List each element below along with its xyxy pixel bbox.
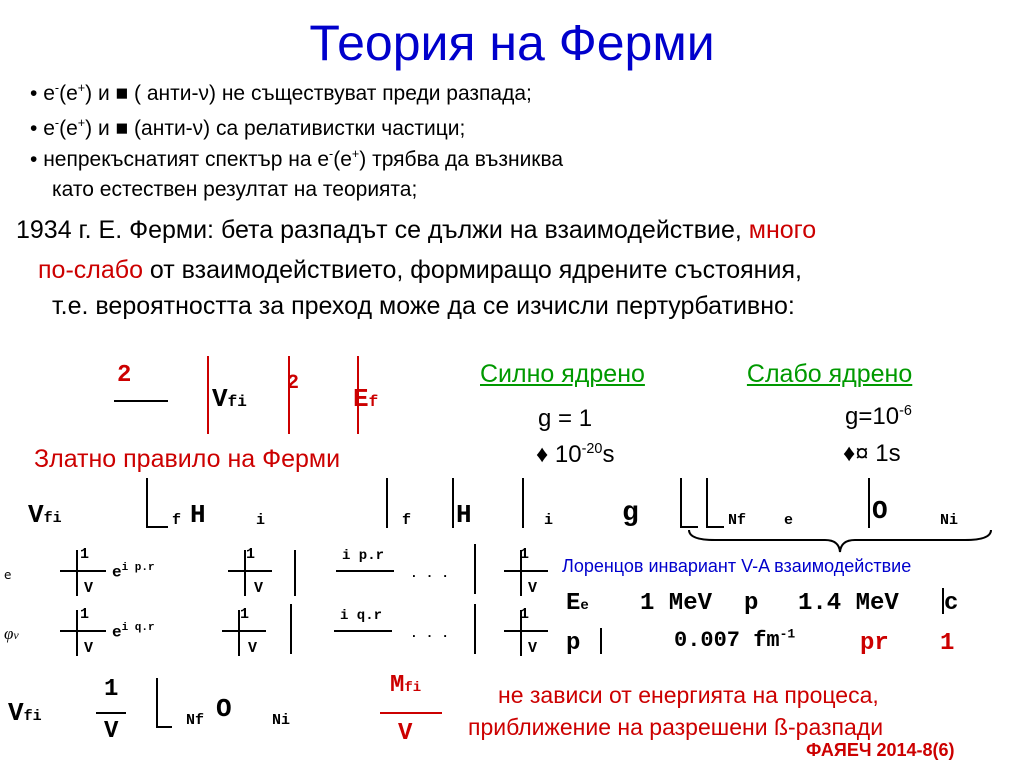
weak-coupling: g=10-6	[845, 403, 912, 430]
footer-label: ФАЯЕЧ 2014-8(6)	[806, 740, 955, 760]
page-title: Теория на Ферми	[309, 15, 715, 71]
lorentz-label: Лоренцов инвариант V-A взаимодействие	[562, 556, 912, 576]
note-line-1: не зависи от енергията на процеса,	[498, 682, 879, 708]
strong-time: ♦ 10-20s	[536, 441, 615, 468]
underbrace	[688, 529, 992, 553]
paragraph-line-1: 1934 г. Е. Ферми: бета разпадът се дължи…	[16, 216, 817, 244]
bullet-3-continuation: като естествен резултат на теорията;	[52, 178, 418, 201]
paragraph-line-2: по-слабо от взаимодействието, формиращо …	[38, 256, 802, 284]
paragraph-line-3: т.е. вероятността за преход може да се и…	[52, 292, 795, 320]
bullet-2: • e-(e+) и ■ (анти-ν) са релативистки ча…	[30, 116, 466, 140]
golden-rule-label: Златно правило на Ферми	[34, 445, 341, 473]
bullet-1: • e-(e+) и ■ ( анти-ν) не съществуват пр…	[30, 81, 532, 105]
weak-time: ♦¤ 1s	[843, 440, 901, 467]
note-line-2: приближение на разрешени ß-разпади	[468, 714, 884, 740]
bullet-3: • непрекъснатият спектър на e-(e+) трябв…	[30, 147, 564, 171]
strong-coupling: g = 1	[538, 405, 593, 432]
